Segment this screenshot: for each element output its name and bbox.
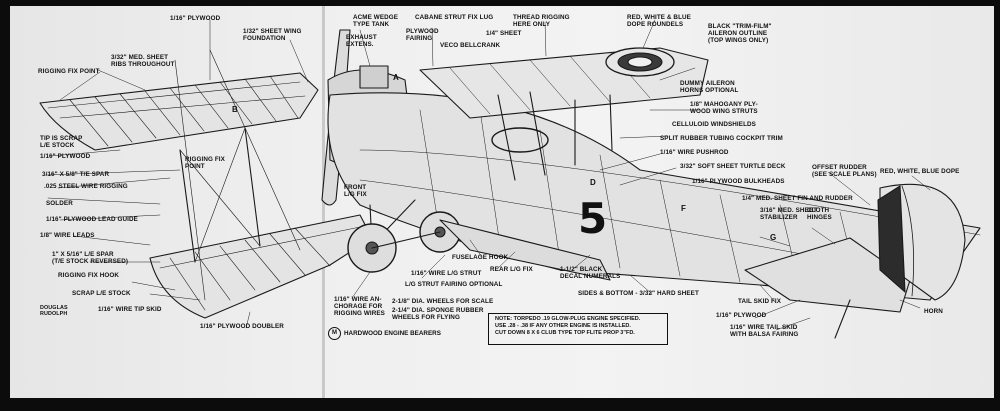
label-plywood-lead-guide: 1/16" PLYWOOD LEAD GUIDE xyxy=(46,216,138,223)
label-sponge-wheels: 2-1/4" DIA. SPONGE RUBBER WHEELS FOR FLY… xyxy=(392,307,484,321)
label-sheet-wing-foundation: 1/32" SHEET WING FOUNDATION xyxy=(243,28,302,42)
label-thread-rigging: THREAD RIGGING HERE ONLY xyxy=(513,14,570,28)
label-exhaust-extens: EXHAUST EXTENS. xyxy=(346,34,377,48)
label-plywood-tip: 1/16" PLYWOOD xyxy=(40,153,91,160)
label-black-decal-numerals: 1-1/2" BLACK DECAL NUMERALS xyxy=(560,266,621,280)
svg-text:G: G xyxy=(770,233,776,242)
label-rigging-fix-point-mid: RIGGING FIX POINT xyxy=(185,156,225,170)
label-rigging-fix-point: RIGGING FIX POINT xyxy=(38,68,100,75)
engine-bearers-note: M HARDWOOD ENGINE BEARERS xyxy=(328,327,441,340)
stabilizer xyxy=(744,237,911,313)
label-rigging-fix-hook: RIGGING FIX HOOK xyxy=(58,272,120,279)
svg-text:F: F xyxy=(681,204,686,213)
label-plywood-bulkheads: 1/16" PLYWOOD BULKHEADS xyxy=(692,178,785,185)
engine-note-box: NOTE: TORPEDO .19 GLOW-PLUG ENGINE SPECI… xyxy=(488,313,668,345)
label-le-spar: 1" X 5/16" L/E SPAR (T/E STOCK REVERSED) xyxy=(52,251,129,265)
label-sides-bottom: SIDES & BOTTOM - 3/32" HARD SHEET xyxy=(578,290,699,297)
svg-text:D: D xyxy=(590,178,596,187)
label-plywood-fairing: PLYWOOD FAIRING xyxy=(406,28,439,42)
label-solder: SOLDER xyxy=(46,200,73,207)
label-fuselage-hook: FUSELAGE HOOK xyxy=(452,254,509,261)
label-horn: HORN xyxy=(924,308,943,315)
label-wire-lg-strut: 1/16" WIRE L/G STRUT xyxy=(411,270,482,277)
lower-left-wing xyxy=(149,214,373,319)
label-scrap-le-stock: SCRAP L/E STOCK xyxy=(72,290,131,297)
label-med-sheet-ribs: 3/32" MED. SHEET RIBS THROUGHOUT xyxy=(111,54,175,68)
label-offset-rudder: OFFSET RUDDER (SEE SCALE PLANS) xyxy=(812,164,877,178)
label-front-lg-fix: FRONT L/G FIX xyxy=(344,184,367,198)
decal-numeral: 5 xyxy=(578,194,608,243)
label-tail-skid-fix: TAIL SKID FIX xyxy=(738,298,782,305)
label-plywood-doubler: 1/16" PLYWOOD DOUBLER xyxy=(200,323,284,330)
svg-text:B: B xyxy=(232,105,238,114)
label-wire-leads: 1/8" WIRE LEADS xyxy=(40,232,95,239)
engine-bearers-text: HARDWOOD ENGINE BEARERS xyxy=(344,330,441,337)
label-plywood-top: 1/16" PLYWOOD xyxy=(170,15,221,22)
label-wire-pushrod: 1/16" WIRE PUSHROD xyxy=(660,149,729,156)
label-steel-wire-rigging: .025 STEEL WIRE RIGGING xyxy=(44,183,128,190)
label-fin-and-rudder: 1/4" MED. SHEET FIN AND RUDDER xyxy=(742,195,853,202)
label-celluloid-windshields: CELLULOID WINDSHIELDS xyxy=(672,121,756,128)
label-plywood-tail: 1/16" PLYWOOD xyxy=(716,312,767,319)
label-med-sheet-stabilizer: 3/16" MED. SHEET STABILIZER xyxy=(760,207,818,221)
label-wire-tail-skid: 1/16" WIRE TAIL SKID WITH BALSA FAIRING xyxy=(730,324,799,338)
label-wheels-scale: 2-1/8" DIA. WHEELS FOR SCALE xyxy=(392,298,494,305)
label-mahogany-struts: 1/8" MAHOGANY PLY- WOOD WING STRUTS xyxy=(690,101,758,115)
m-marker-icon: M xyxy=(328,327,341,340)
label-turtle-deck: 3/32" SOFT SHEET TURTLE DECK xyxy=(680,163,786,170)
label-dummy-aileron: DUMMY AILERON HORNS OPTIONAL xyxy=(680,80,739,94)
label-acme-wedge-tank: ACME WEDGE TYPE TANK xyxy=(353,14,399,28)
label-wire-anchorage: 1/16" WIRE AN- CHORAGE FOR RIGGING WIRES xyxy=(334,296,385,317)
label-cabane-strut-fix-lug: CABANE STRUT FIX LUG xyxy=(415,14,494,21)
label-douglas-rudolph: DOUGLAS RUDOLPH xyxy=(40,305,68,317)
label-dope-roundel: RED, WHITE & BLUE DOPE ROUNDELS xyxy=(627,14,691,28)
label-veco-bellcrank: VECO BELLCRANK xyxy=(440,42,501,49)
label-split-rubber-tubing: SPLIT RUBBER TUBING COCKPIT TRIM xyxy=(660,135,783,142)
label-cloth-hinges: CLOTH HINGES xyxy=(807,207,832,221)
label-tip-scrap: TIP IS SCRAP L/E STOCK xyxy=(40,135,83,149)
label-lg-strut-fairing: L/G STRUT FAIRING OPTIONAL xyxy=(405,281,503,288)
label-rudder-dope: RED, WHITE, BLUE DOPE xyxy=(880,168,960,175)
label-wire-tip-skid: 1/16" WIRE TIP SKID xyxy=(98,306,162,313)
label-trim-film: BLACK "TRIM-FILM" AILERON OUTLINE (TOP W… xyxy=(708,23,772,44)
label-rear-lg-fix: REAR L/G FIX xyxy=(490,266,533,273)
svg-text:A: A xyxy=(393,73,399,82)
label-sheet-quarter: 1/4" SHEET xyxy=(486,30,522,37)
label-te-spar: 3/16" X 5/8" T/E SPAR xyxy=(42,171,110,178)
upper-left-wing xyxy=(39,72,319,151)
